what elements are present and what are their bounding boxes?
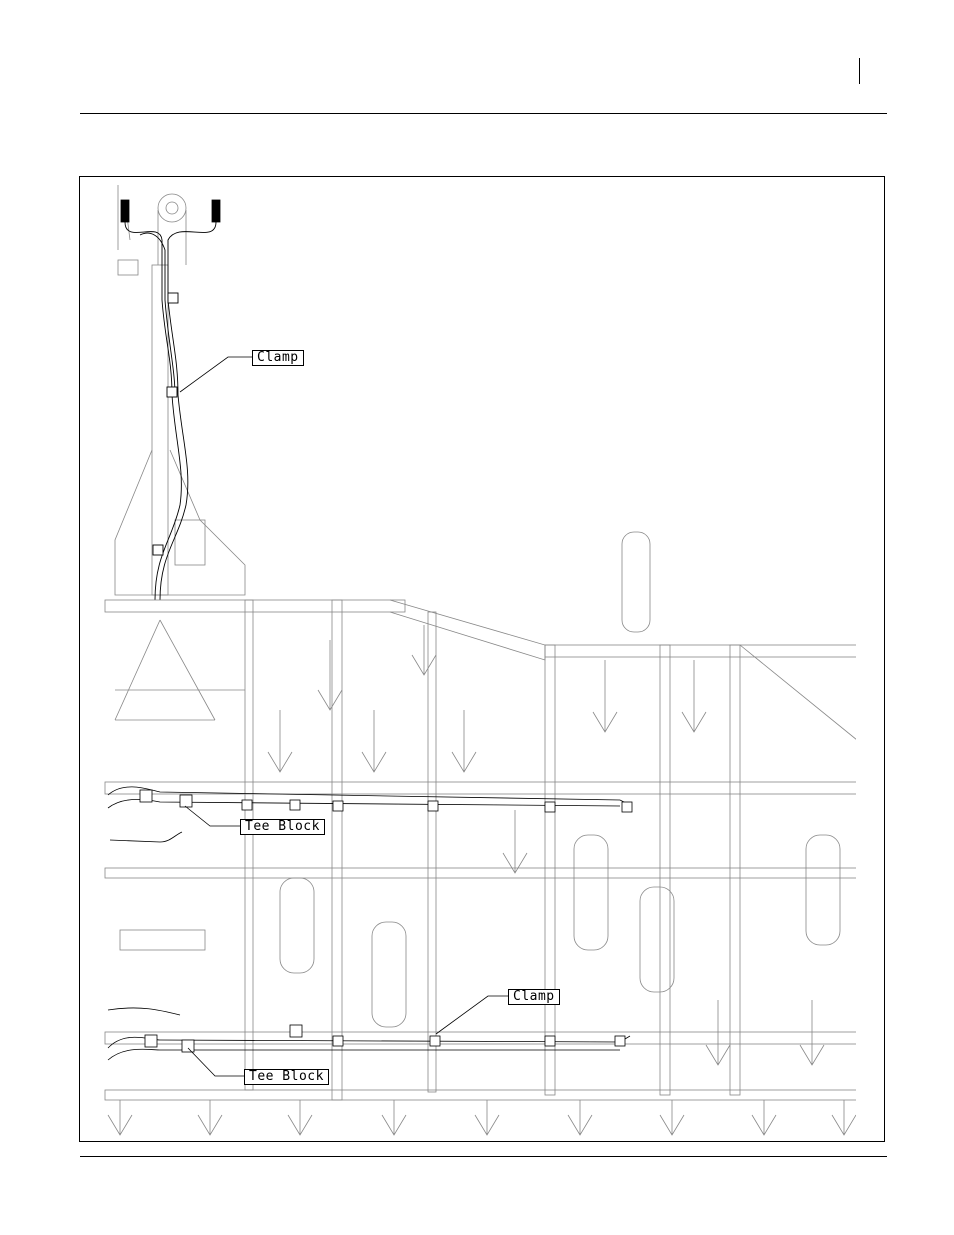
upper-hose-run: [108, 787, 632, 842]
footer-rule: [80, 1156, 887, 1157]
hydraulic-couplers: [121, 200, 220, 222]
clamp-callout-upper: Clamp: [252, 350, 304, 366]
cultivator-shanks: [108, 625, 856, 1135]
hitch-tongue: [115, 185, 245, 595]
lower-hose-run: [108, 1008, 630, 1060]
hose-bundle: [125, 222, 216, 600]
tee-block-callout-lower: Tee Block: [244, 1069, 329, 1085]
tee-block-callout-upper: Tee Block: [240, 819, 325, 835]
clamp-callout-lower: Clamp: [508, 989, 560, 1005]
implement-frame: [105, 600, 857, 1100]
callout-leaders: [180, 357, 508, 1076]
gauge-wheels: [280, 532, 840, 1027]
